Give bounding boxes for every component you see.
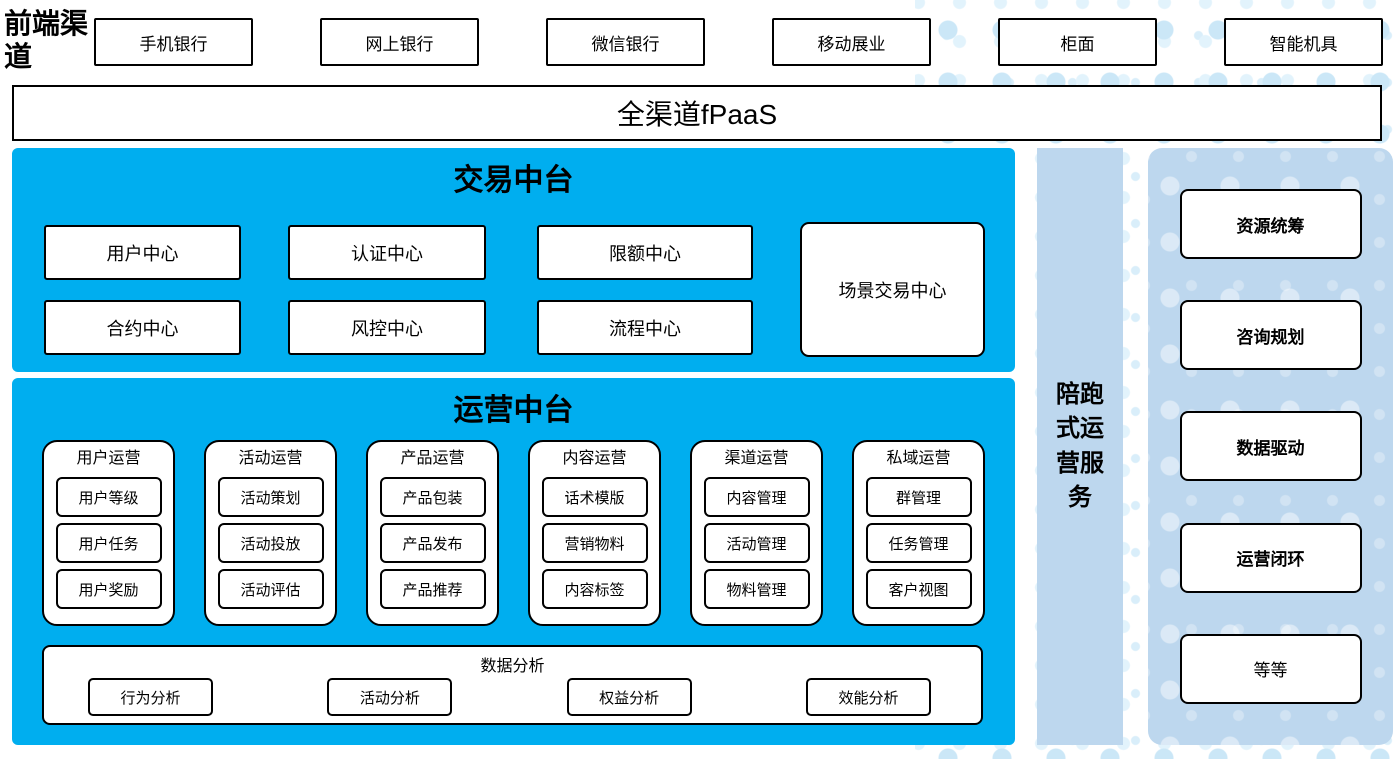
group-item: 产品包装 bbox=[379, 477, 486, 517]
group-item: 任务管理 bbox=[865, 523, 972, 563]
side-box-resource-planning: 资源统筹 bbox=[1179, 189, 1362, 260]
channel-box-online-banking: 网上银行 bbox=[320, 18, 479, 66]
data-analysis-title: 数据分析 bbox=[480, 658, 545, 675]
channel-box-smart-devices: 智能机具 bbox=[1224, 18, 1383, 66]
center-box-user: 用户中心 bbox=[44, 225, 241, 280]
frontend-channels-label: 前端渠道 bbox=[4, 9, 89, 74]
side-box-operation-loop: 运营闭环 bbox=[1179, 522, 1362, 593]
operation-platform-panel: 运营中台 用户运营 用户等级 用户任务 用户奖励 活动运营 活动策划 活动投放 … bbox=[12, 378, 1015, 745]
group-content-operation: 内容运营 话术模版 营销物料 内容标签 bbox=[528, 440, 661, 626]
analysis-box-activity: 活动分析 bbox=[327, 678, 453, 716]
center-box-auth: 认证中心 bbox=[288, 225, 486, 280]
operation-platform-title: 运营中台 bbox=[453, 394, 574, 427]
center-box-process: 流程中心 bbox=[537, 300, 753, 355]
side-box-consulting-planning: 咨询规划 bbox=[1179, 300, 1362, 371]
frontend-channel-row: 前端渠道 手机银行 网上银行 微信银行 移动展业 柜面 智能机具 bbox=[0, 6, 1393, 78]
analysis-box-rights: 权益分析 bbox=[566, 678, 692, 716]
channel-box-mobile-banking: 手机银行 bbox=[94, 18, 253, 66]
operation-groups: 用户运营 用户等级 用户任务 用户奖励 活动运营 活动策划 活动投放 活动评估 … bbox=[42, 440, 985, 626]
service-items-column: 资源统筹 咨询规划 数据驱动 运营闭环 等等 bbox=[1148, 148, 1393, 745]
group-header: 产品运营 bbox=[400, 450, 465, 467]
group-product-operation: 产品运营 产品包装 产品发布 产品推荐 bbox=[366, 440, 499, 626]
group-item: 活动策划 bbox=[217, 477, 324, 517]
fpaas-bar: 全渠道fPaaS bbox=[12, 85, 1382, 141]
transaction-platform-title: 交易中台 bbox=[453, 164, 574, 197]
data-analysis-bar: 数据分析 行为分析 活动分析 权益分析 效能分析 bbox=[42, 645, 983, 725]
analysis-box-efficiency: 效能分析 bbox=[805, 678, 931, 716]
group-item: 产品推荐 bbox=[379, 569, 486, 609]
group-item: 活动管理 bbox=[703, 523, 810, 563]
accompany-service-column: 陪跑式运营服务 bbox=[1037, 148, 1123, 745]
side-box-etc: 等等 bbox=[1179, 633, 1362, 704]
group-activity-operation: 活动运营 活动策划 活动投放 活动评估 bbox=[204, 440, 337, 626]
channel-box-wechat-banking: 微信银行 bbox=[546, 18, 705, 66]
data-analysis-items: 行为分析 活动分析 权益分析 效能分析 bbox=[44, 674, 981, 716]
center-box-risk: 风控中心 bbox=[288, 300, 486, 355]
accompany-service-label: 陪跑式运营服务 bbox=[1056, 381, 1104, 511]
group-header: 内容运营 bbox=[562, 450, 627, 467]
transaction-platform-panel: 交易中台 用户中心 认证中心 限额中心 合约中心 风控中心 流程中心 场景交易中… bbox=[12, 148, 1015, 372]
group-item: 物料管理 bbox=[703, 569, 810, 609]
channel-box-counter: 柜面 bbox=[998, 18, 1157, 66]
group-item: 营销物料 bbox=[541, 523, 648, 563]
channel-boxes: 手机银行 网上银行 微信银行 移动展业 柜面 智能机具 bbox=[92, 6, 1393, 78]
group-item: 客户视图 bbox=[865, 569, 972, 609]
group-channel-operation: 渠道运营 内容管理 活动管理 物料管理 bbox=[690, 440, 823, 626]
group-header: 私域运营 bbox=[886, 450, 951, 467]
center-box-limit: 限额中心 bbox=[537, 225, 753, 280]
group-user-operation: 用户运营 用户等级 用户任务 用户奖励 bbox=[42, 440, 175, 626]
group-item: 内容管理 bbox=[703, 477, 810, 517]
group-header: 活动运营 bbox=[238, 450, 303, 467]
group-item: 内容标签 bbox=[541, 569, 648, 609]
group-item: 产品发布 bbox=[379, 523, 486, 563]
channel-box-mobile-marketing: 移动展业 bbox=[772, 18, 931, 66]
side-box-data-driven: 数据驱动 bbox=[1179, 411, 1362, 482]
group-item: 活动评估 bbox=[217, 569, 324, 609]
center-box-scenario-transaction: 场景交易中心 bbox=[800, 222, 985, 357]
group-header: 用户运营 bbox=[76, 450, 141, 467]
center-box-contract: 合约中心 bbox=[44, 300, 241, 355]
group-item: 用户奖励 bbox=[55, 569, 162, 609]
group-item: 用户任务 bbox=[55, 523, 162, 563]
group-private-domain-operation: 私域运营 群管理 任务管理 客户视图 bbox=[852, 440, 985, 626]
group-header: 渠道运营 bbox=[724, 450, 789, 467]
analysis-box-behavior: 行为分析 bbox=[88, 678, 213, 716]
group-item: 群管理 bbox=[865, 477, 972, 517]
group-item: 话术模版 bbox=[541, 477, 648, 517]
group-item: 用户等级 bbox=[55, 477, 162, 517]
group-item: 活动投放 bbox=[217, 523, 324, 563]
